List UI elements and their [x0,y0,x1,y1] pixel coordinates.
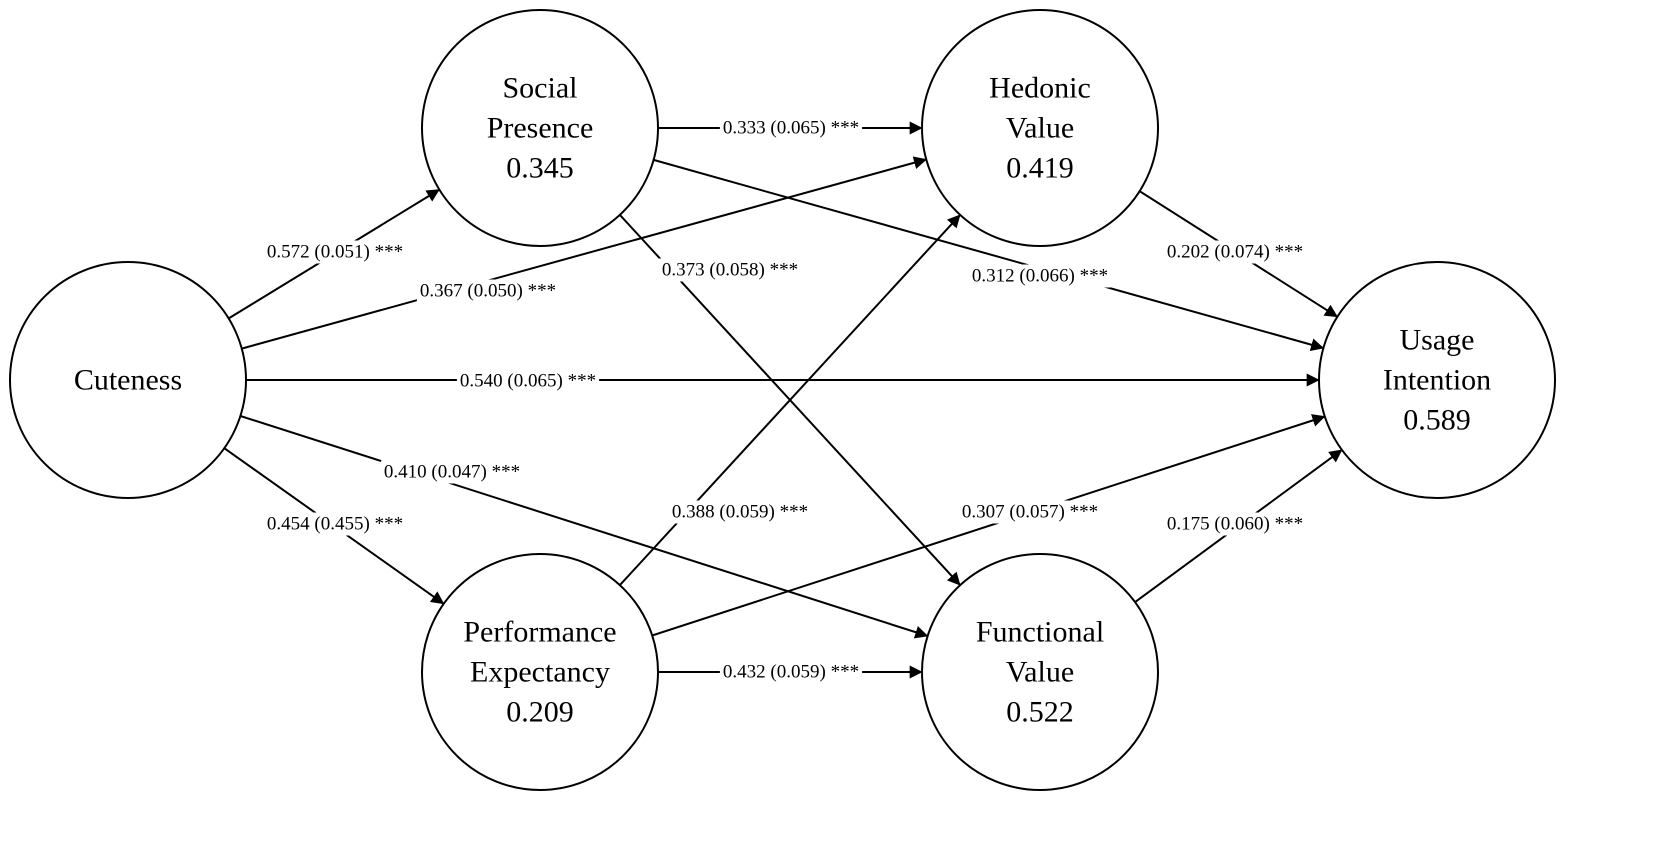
edge-label-sp-ui: 0.312 (0.066) *** [968,264,1112,288]
edge-labels-layer: 0.572 (0.051) *** 0.454 (0.455) *** 0.367 … [263,116,1307,684]
edge-label-text: 0.175 (0.060) *** [1167,514,1303,535]
node-label-line: Expectancy [470,656,610,689]
edge-label-background [668,500,812,524]
edge-label-background [416,279,560,303]
node-label-line: Value [1006,112,1074,145]
node-label-line: 0.522 [1006,696,1074,729]
node-label-line: Intention [1383,364,1491,397]
edge-label-pe-hv: 0.388 (0.059) *** [668,500,812,524]
edge-label-text: 0.312 (0.066) *** [972,266,1108,287]
node-circle [921,9,1159,247]
node-cuteness: Cuteness [9,261,247,499]
edge-label-pe-ui: 0.307 (0.057) *** [958,500,1102,524]
edge-label-text: 0.572 (0.051) *** [267,242,403,263]
edge-label-background [1163,512,1307,536]
edges-layer [223,121,1343,679]
node-label-line: 0.419 [1006,152,1074,185]
node-label-line: Cuteness [74,364,182,397]
edge-cute-hv [241,156,927,350]
edge-label-cute-sp: 0.572 (0.051) *** [263,240,407,264]
edge-label-text: 0.367 (0.050) *** [420,281,556,302]
edge-label-background [380,460,524,484]
node-label-line: Value [1006,656,1074,689]
edge-label-background [719,116,863,140]
edge-label-cute-fv: 0.410 (0.047) *** [380,460,524,484]
edge-label-background [658,258,802,282]
node-circle [921,553,1159,791]
edge-label-background [263,512,407,536]
edge-label-background [456,369,600,393]
node-label-line: Presence [487,112,594,145]
edge-label-cute-pe: 0.454 (0.455) *** [263,512,407,536]
node-label-line: 0.345 [506,152,574,185]
edge-label-cute-hv: 0.367 (0.050) *** [416,279,560,303]
edge-label-text: 0.202 (0.074) *** [1167,242,1303,263]
node-circle [421,9,659,247]
node-label-line: 0.589 [1403,404,1471,437]
node-circle [421,553,659,791]
node-label-line: Performance [463,616,616,649]
edge-label-text: 0.454 (0.455) *** [267,514,403,535]
edge-label-hv-ui: 0.202 (0.074) *** [1163,240,1307,264]
node-label-line: Hedonic [989,72,1091,105]
edge-label-text: 0.388 (0.059) *** [672,502,808,523]
node-label-line: Usage [1400,324,1475,357]
edge-label-text: 0.410 (0.047) *** [384,462,520,483]
edge-label-sp-fv: 0.373 (0.058) *** [658,258,802,282]
edge-label-background [968,264,1112,288]
edge-label-text: 0.540 (0.065) *** [460,371,596,392]
edge-label-background [1163,240,1307,264]
edge-label-background [719,660,863,684]
edge-label-text: 0.307 (0.057) *** [962,502,1098,523]
node-label-line: Social [503,72,578,105]
node-label-line: Functional [976,616,1104,649]
edge-label-background [263,240,407,264]
edge-label-fv-ui: 0.175 (0.060) *** [1163,512,1307,536]
edge-label-text: 0.432 (0.059) *** [723,662,859,683]
edge-label-text: 0.373 (0.058) *** [662,260,798,281]
node-circle [1318,261,1556,499]
edge-cute-fv [240,415,929,639]
edge-label-pe-fv: 0.432 (0.059) *** [719,660,863,684]
edge-label-sp-hv: 0.333 (0.065) *** [719,116,863,140]
node-label-line: 0.209 [506,696,574,729]
edge-sp-ui [653,158,1325,352]
edge-label-cute-ui: 0.540 (0.065) *** [456,369,600,393]
edge-label-text: 0.333 (0.065) *** [723,118,859,139]
node-circle [9,261,247,499]
edge-pe-ui [651,414,1326,637]
edge-label-background [958,500,1102,524]
